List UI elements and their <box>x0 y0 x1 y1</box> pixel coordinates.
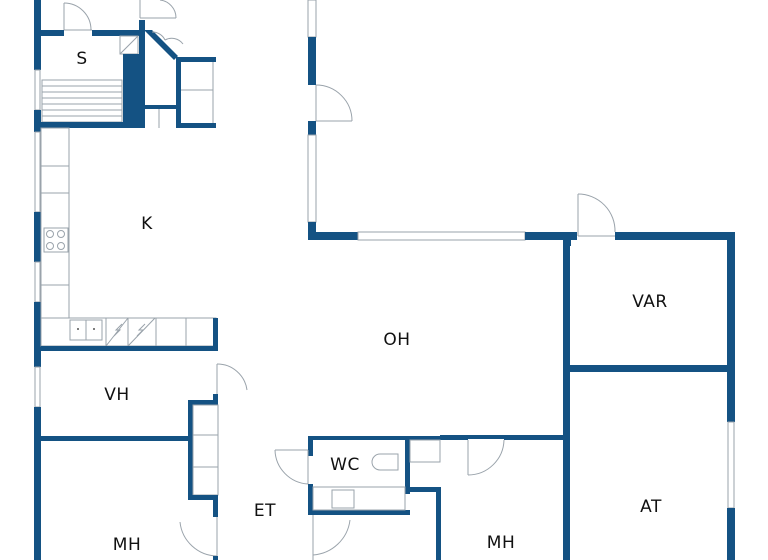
room-label-utility: AT <box>640 497 662 517</box>
room-label-entry: ET <box>253 501 277 521</box>
var-at-walls <box>440 232 735 560</box>
room-label-walk-in-closet: VH <box>104 385 130 405</box>
room-label-storage: VAR <box>632 292 668 312</box>
room-label-bedroom-right: MH <box>486 533 516 553</box>
vh-mh-walls <box>41 363 248 560</box>
kitchen-counters <box>40 127 218 351</box>
west-wall <box>34 0 41 560</box>
sauna-block <box>34 0 216 128</box>
living-walls <box>307 0 735 246</box>
room-label-wc: WC <box>330 455 360 475</box>
room-label-sauna: S <box>76 49 88 69</box>
room-label-kitchen: K <box>141 214 153 234</box>
wc-walls <box>274 436 566 560</box>
room-label-bedroom-left: MH <box>112 535 142 555</box>
room-label-living-room: OH <box>383 330 411 350</box>
